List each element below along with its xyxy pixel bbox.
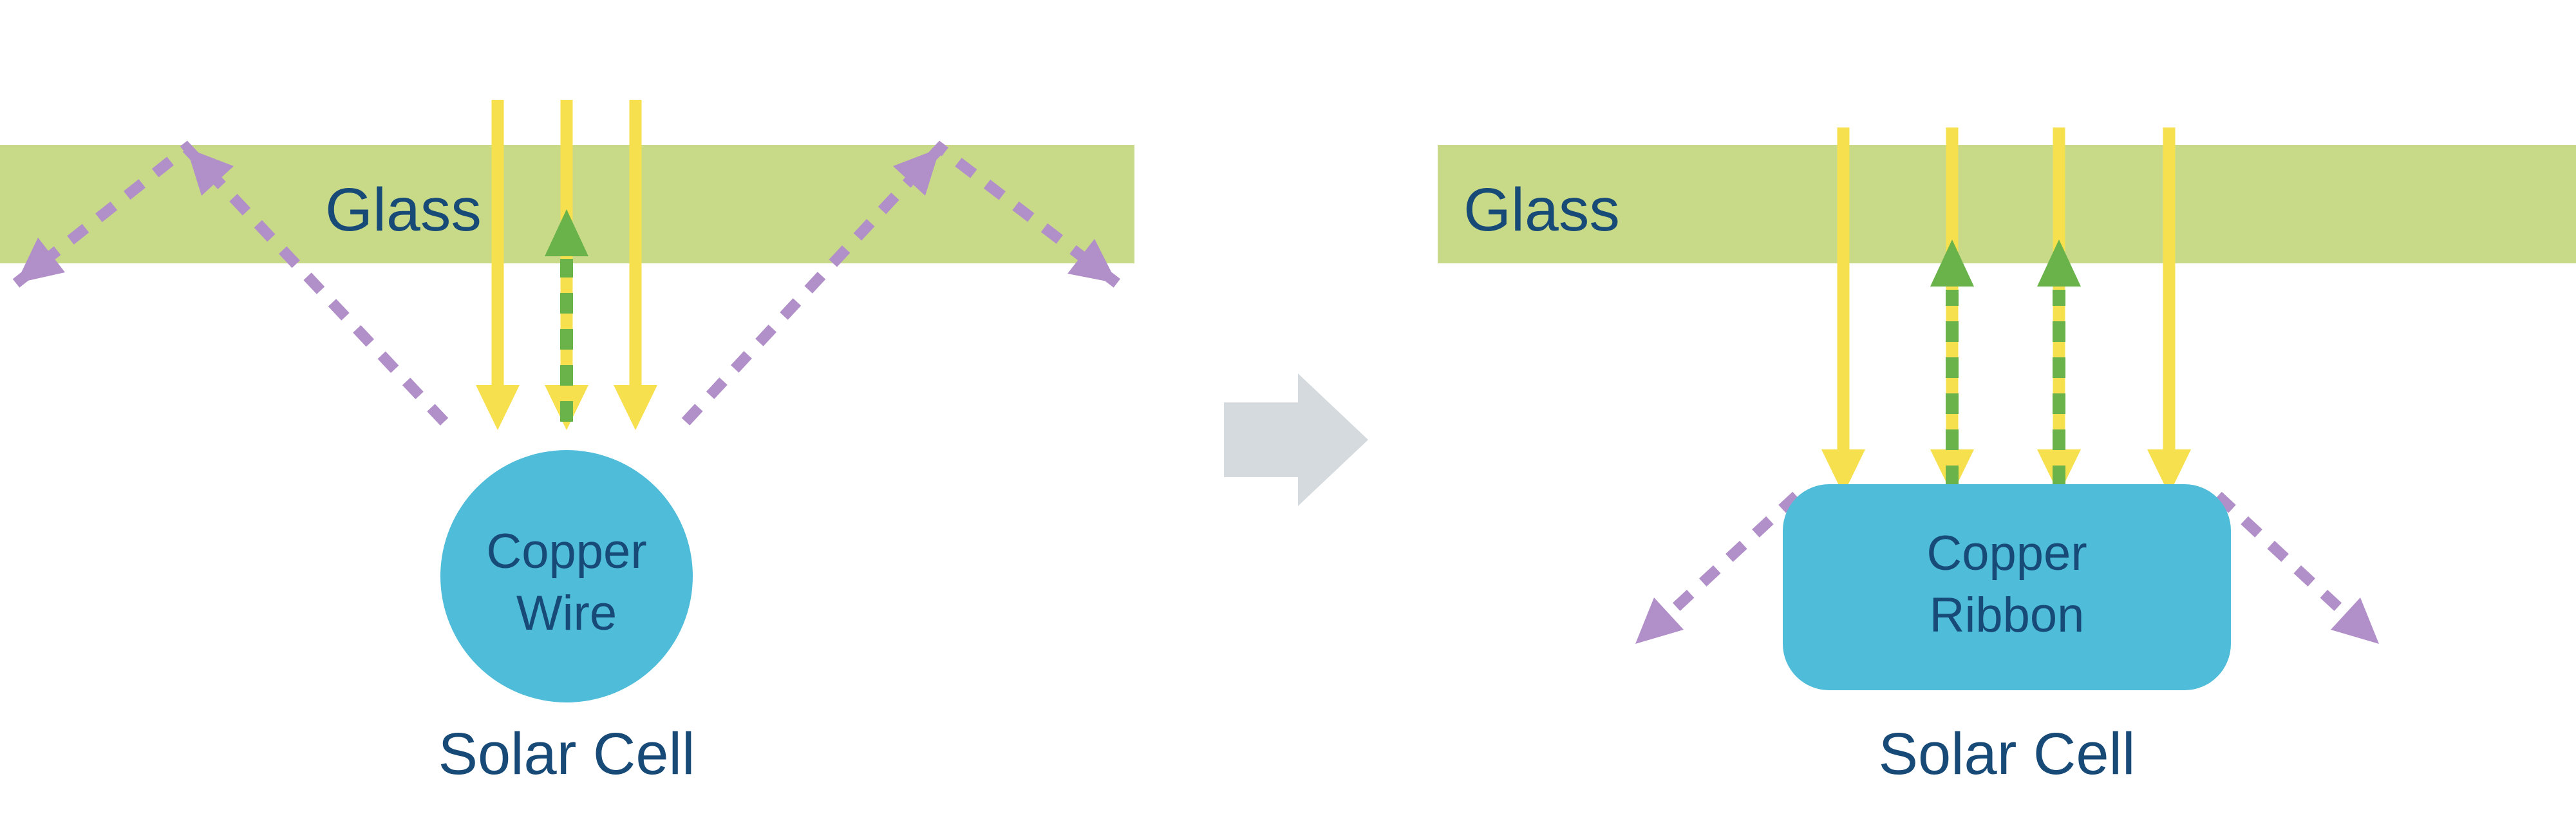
escaping-ray-right-end-arrowhead-icon [1067,239,1117,283]
solar-cell-label: Solar Cell [1879,721,2136,787]
glass-layer [1438,145,2576,263]
copper-ribbon-label-line1: Copper [1926,526,2087,581]
transition-arrow-icon [1224,373,1368,506]
reflected-ray-arrowhead-icon [2037,240,2081,287]
escaping-ray-left-end-arrowhead-icon [16,238,65,283]
redirected-ray-left [1660,491,1800,623]
right-panel: Glass Copper Ribbon Solar Cell [1438,127,2576,787]
redirected-ray-right [2214,491,2354,623]
redirected-ray-right-arrowhead-icon [2331,598,2379,644]
glass-label: Glass [1463,176,1620,244]
reflected-ray-arrowhead-icon [545,209,588,256]
copper-ribbon-label-line2: Ribbon [1930,588,2085,643]
sunlight-arrowhead-icon [1821,449,1865,494]
left-panel: Glass Copper Wire Solar Cell [0,100,1134,787]
solar-cell-label: Solar Cell [438,721,695,787]
glass-label: Glass [325,176,482,244]
sunlight-arrowhead-icon [476,385,520,430]
escaping-ray-right-peak-arrowhead-icon [893,148,940,196]
copper-wire-shape [440,450,693,702]
copper-wire-label-line1: Copper [486,524,646,579]
copper-wire-label-line2: Wire [516,586,617,641]
escaping-ray-left-peak-arrowhead-icon [187,148,234,196]
sunlight-arrowhead-icon [2147,449,2191,494]
sunlight-arrowhead-icon [614,385,657,430]
redirected-ray-left-arrowhead-icon [1635,598,1684,644]
copper-ribbon-shape [1783,484,2231,690]
reflected-ray-arrowhead-icon [1930,240,1974,287]
